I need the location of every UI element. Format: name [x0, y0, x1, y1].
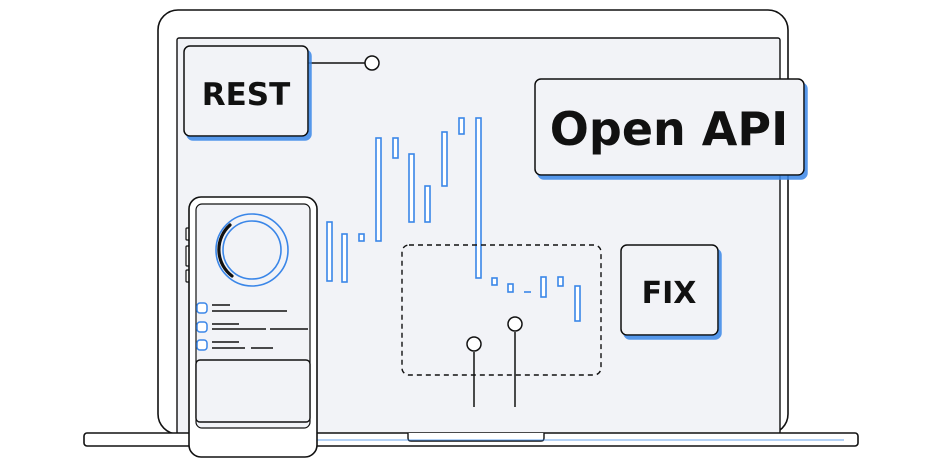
candle: [507, 283, 514, 293]
rest-card: REST: [183, 45, 309, 137]
candle: [574, 285, 581, 322]
candle: [358, 233, 365, 242]
rest-connector-node: [364, 55, 380, 71]
zoom-connector-node-right: [507, 316, 523, 332]
phone-list: [196, 302, 308, 351]
candle: [375, 137, 382, 242]
candle: [424, 185, 431, 223]
phone-bottom-panel: [195, 359, 311, 423]
list-item: [196, 302, 287, 314]
candle: [491, 277, 498, 286]
candle: [408, 153, 415, 223]
open-api-label: Open API: [550, 102, 788, 156]
candle: [475, 117, 482, 279]
candle: [326, 221, 333, 282]
zoom-connector-node-left: [466, 336, 482, 352]
list-item: [196, 339, 273, 351]
candlestick-chart-icon: [326, 117, 581, 322]
candle: [441, 131, 448, 187]
open-api-card: Open API: [534, 78, 805, 176]
candle: [392, 137, 399, 159]
list-item: [196, 321, 308, 333]
smartphone-icon: [185, 196, 318, 458]
rest-label: REST: [202, 77, 291, 113]
fix-label: FIX: [642, 276, 697, 311]
connectors: [308, 55, 523, 407]
candle: [540, 276, 547, 298]
donut-chart-icon: [215, 213, 289, 287]
candle: [557, 276, 564, 287]
candle: [341, 233, 348, 283]
laptop-notch: [407, 433, 545, 442]
zoom-selection-box: [401, 244, 602, 376]
candle: [458, 117, 465, 135]
fix-card: FIX: [620, 244, 719, 336]
